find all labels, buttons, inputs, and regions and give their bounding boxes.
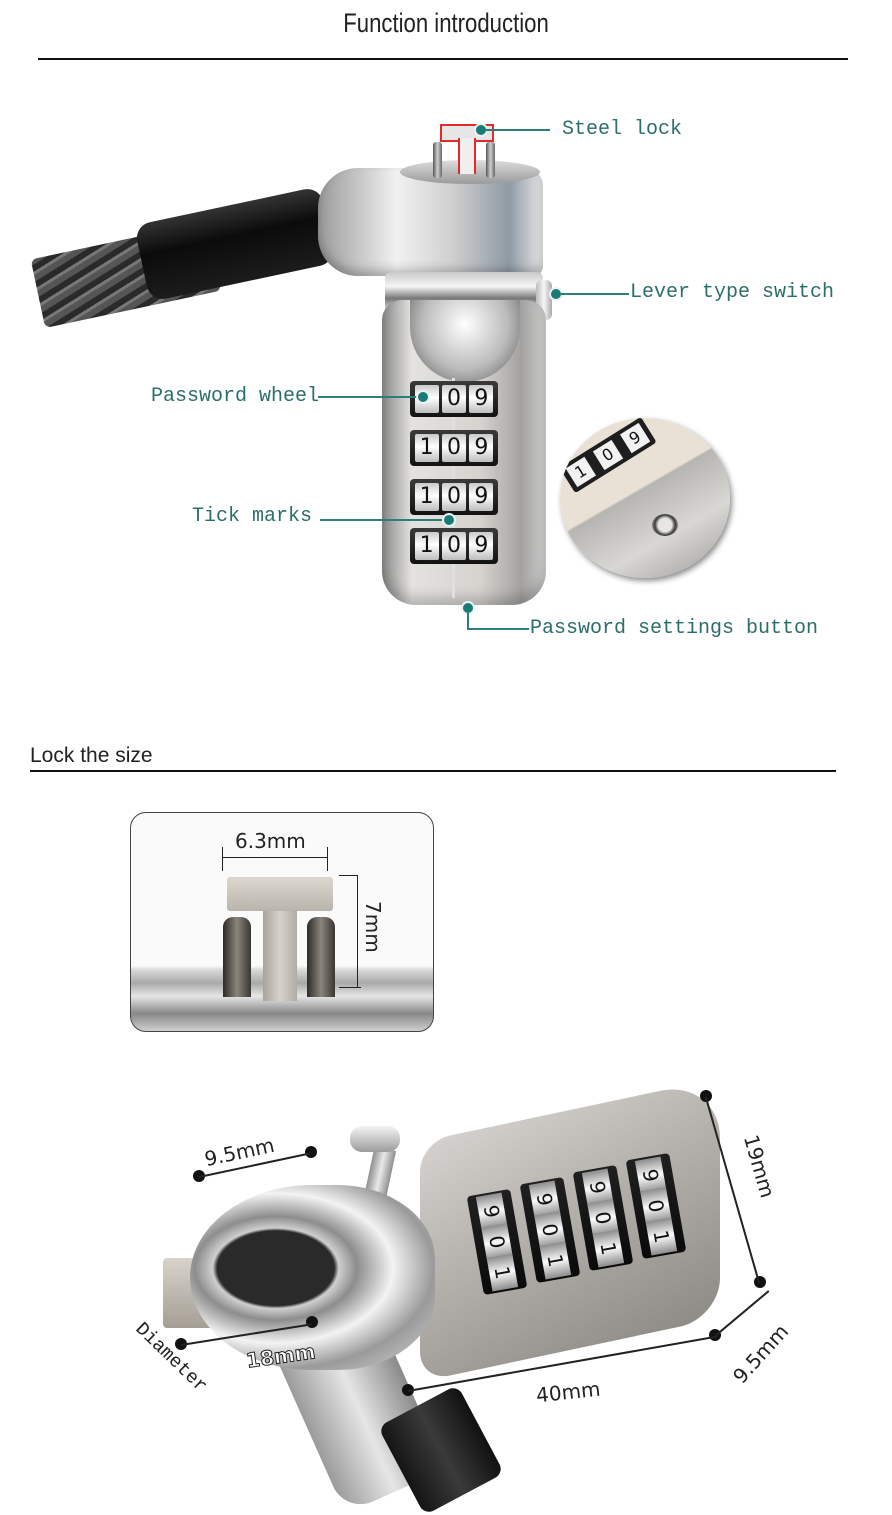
dimension-dot: [306, 1316, 318, 1328]
steel-lock-t-stem: [458, 138, 476, 174]
wheel-digit: 1: [565, 456, 597, 488]
wheel-digit: 9: [619, 422, 651, 454]
callout-label-tick-marks: Tick marks: [192, 505, 313, 528]
wheel-digit: 0: [441, 385, 466, 413]
settings-button-detail-circle: 1 0 9: [560, 418, 730, 578]
callout-line-tick-marks: [320, 519, 444, 521]
wheel-digit: 1: [414, 532, 439, 560]
t-head-stem: [263, 911, 297, 1001]
callout-label-settings-button: Password settings button: [530, 617, 819, 640]
wheel-digit: 0: [441, 434, 466, 462]
callout-label-password-wheel: Password wheel: [151, 385, 320, 408]
section-title-function-introduction: Function introduction: [343, 8, 549, 38]
wheel-digit: 9: [469, 483, 494, 511]
dimension-label-height: 19mm: [738, 1132, 780, 1201]
wheel-digit: 0: [441, 532, 466, 560]
lever-switch: [350, 1126, 400, 1152]
password-wheel-2: 1 0 9: [410, 430, 498, 466]
dimension-label-head-width: 9.5mm: [202, 1132, 277, 1172]
callout-line-settings-button-v: [467, 613, 469, 629]
wheel-digit: 9: [469, 532, 494, 560]
callout-dot-password-wheel: [416, 390, 430, 404]
detail-wheel: 1 0 9: [560, 418, 657, 494]
callout-dot-tick-marks: [442, 513, 456, 527]
wheel-digit: 0: [441, 483, 466, 511]
dimension-label-t-width: 6.3mm: [235, 829, 306, 853]
lock-pin-right: [486, 142, 495, 178]
section-title-lock-size: Lock the size: [30, 744, 153, 767]
lock-pin-left: [433, 142, 442, 178]
password-wheel-4: 1 0 9: [410, 528, 498, 564]
lock-head-front: [190, 1185, 435, 1370]
wheel-digit: 1: [414, 434, 439, 462]
wheel-digit: 1: [645, 1217, 678, 1256]
t-head-pin-left: [223, 917, 251, 997]
password-settings-button-icon: [652, 514, 678, 536]
t-head-pin-right: [307, 917, 335, 997]
t-head-dimension-panel: 6.3mm 7mm: [130, 812, 434, 1032]
dimension-dot: [305, 1146, 317, 1158]
callout-label-steel-lock: Steel lock: [562, 118, 683, 141]
callout-line-steel-lock: [486, 129, 550, 131]
callout-line-password-wheel: [318, 396, 418, 398]
cable-sleeve: [133, 186, 337, 302]
password-wheel-3: 1 0 9: [410, 479, 498, 515]
dimension-dot: [700, 1090, 712, 1102]
wheel-digit: 9: [469, 385, 494, 413]
dimension-line-height: [357, 875, 358, 987]
dimension-label-t-height: 7mm: [361, 901, 385, 953]
dimension-label-depth: 9.5mm: [728, 1319, 794, 1389]
dimension-tick: [222, 847, 223, 871]
wheel-digit: 0: [592, 439, 624, 471]
dimension-line-width: [222, 857, 328, 858]
dimension-tick: [339, 875, 357, 876]
callout-line-lever-switch: [561, 293, 629, 295]
wheel-digit: 1: [592, 1229, 625, 1268]
dimension-tick: [339, 987, 361, 988]
wheel-digit: 1: [414, 483, 439, 511]
t-head-bar: [227, 877, 333, 911]
lock-head: [318, 168, 543, 276]
dimension-tick: [327, 847, 328, 871]
callout-label-lever-switch: Lever type switch: [630, 281, 835, 304]
section-divider: [38, 58, 848, 60]
callout-line-settings-button-h: [467, 628, 529, 630]
wheel-digit: 1: [539, 1241, 572, 1280]
dimension-line-depth: [714, 1290, 770, 1337]
dimension-label-length: 40mm: [534, 1376, 602, 1408]
wheel-digit: 9: [469, 434, 494, 462]
section-divider: [30, 770, 836, 772]
wheel-digit: 1: [486, 1253, 519, 1292]
dimension-caption-diameter: Diameter: [130, 1318, 212, 1398]
